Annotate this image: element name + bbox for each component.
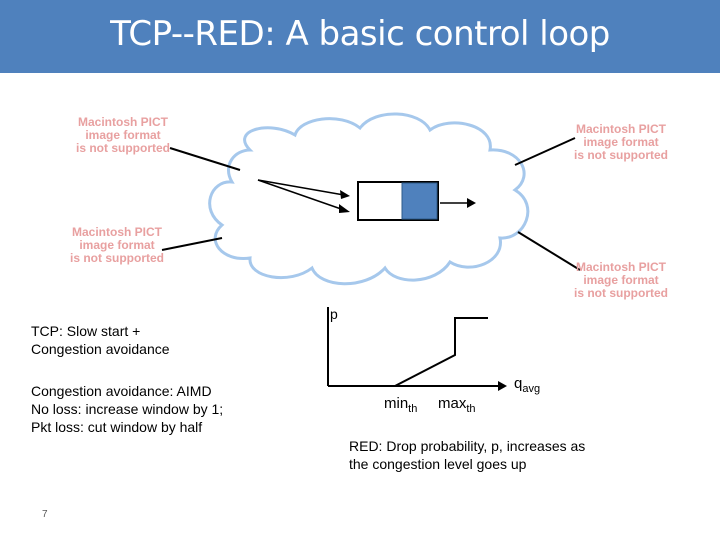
flow-arrowhead-upper [340,190,350,199]
min-threshold-label: minth [384,395,418,415]
link-host-top-right [514,137,576,166]
flow-arrow-lower [257,179,345,211]
output-arrowhead [467,198,476,208]
max-threshold-label: maxth [438,395,476,415]
link-host-bottom-left [161,237,223,251]
flow-arrowhead-lower [339,204,350,213]
drop-probability-curve [328,317,488,387]
x-axis-arrowhead [498,381,507,391]
link-host-bottom-right [517,231,581,271]
link-host-top-left [169,147,241,171]
x-axis-label: qavg [514,375,541,395]
y-axis-label: p [330,306,338,322]
queued-packet [401,182,438,220]
tcp-description: TCP: Slow start +Congestion avoidance [31,323,170,357]
slide-title: TCP--RED: A basic control loop [110,14,610,54]
page-number: 7 [42,509,48,520]
flow-arrow-upper [257,179,345,196]
title-bar: TCP--RED: A basic control loop [0,0,720,73]
